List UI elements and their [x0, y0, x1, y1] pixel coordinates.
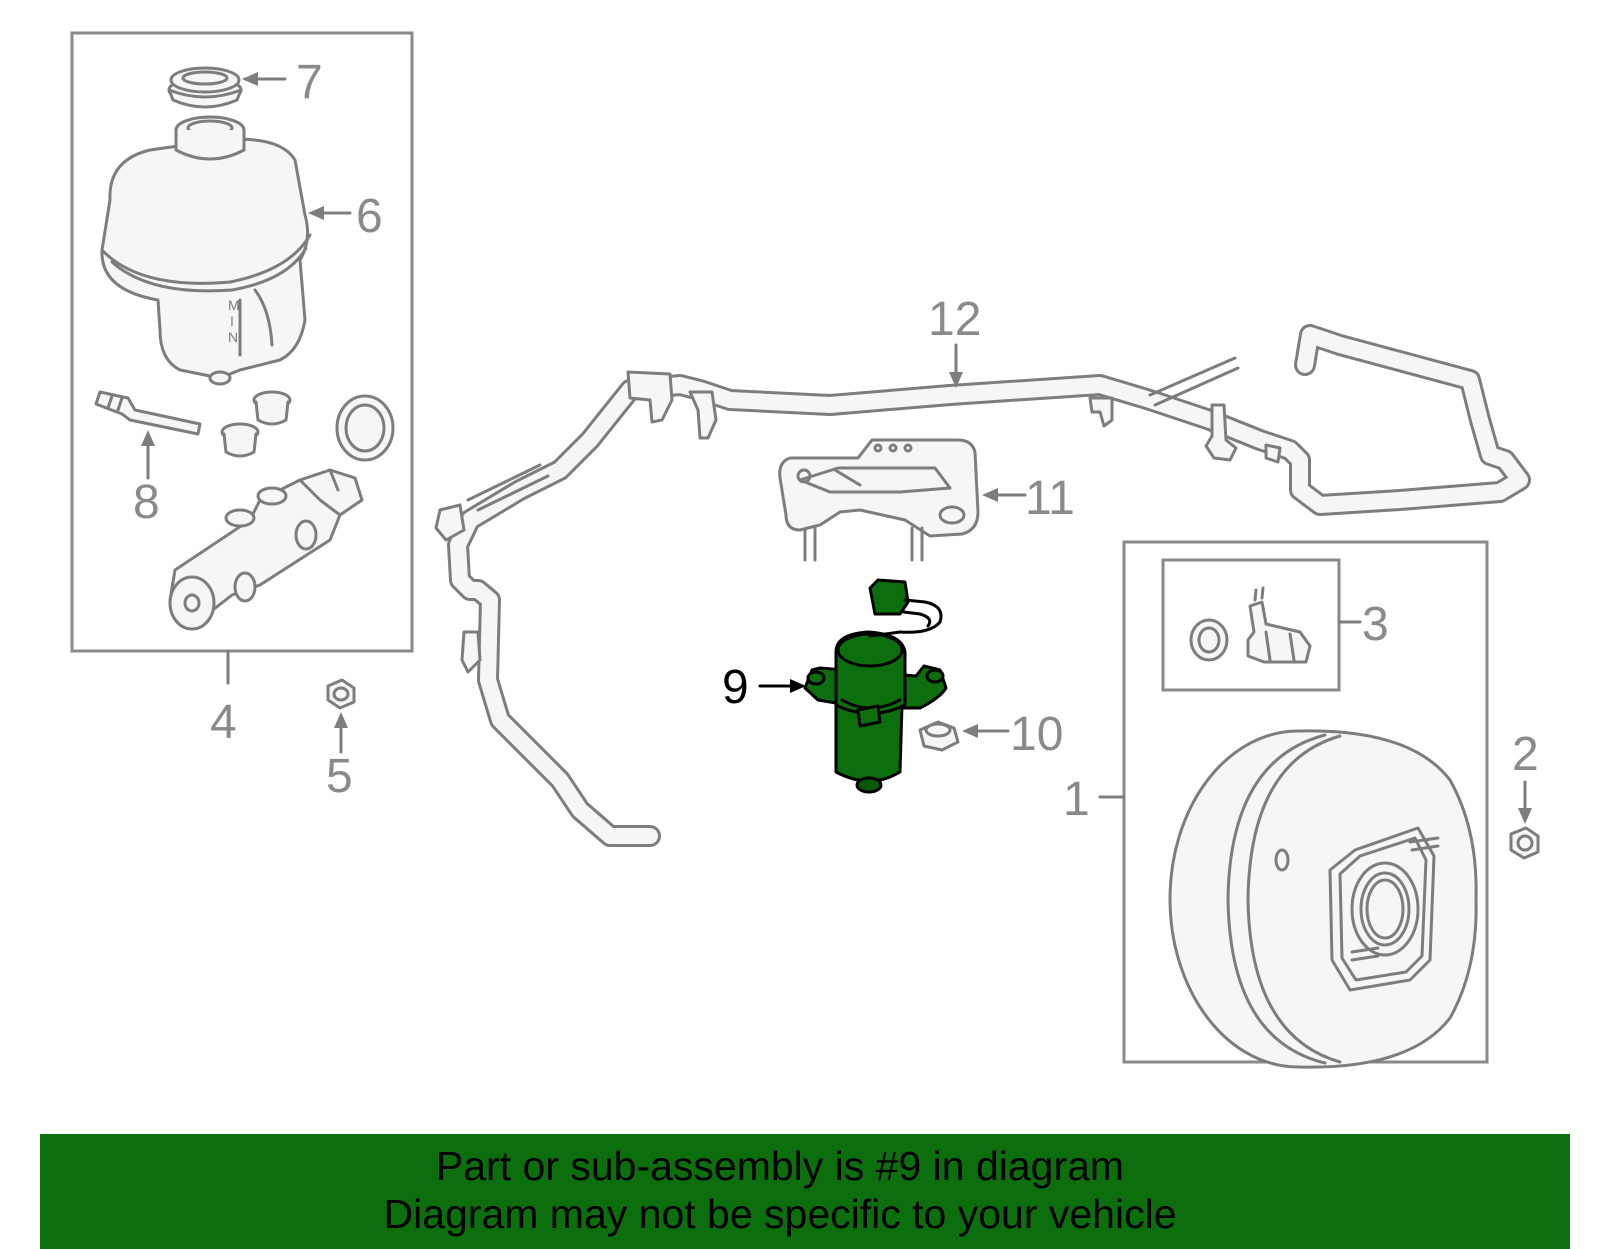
callout-8: 8: [133, 476, 160, 529]
arrow-10: [962, 724, 978, 738]
arrow-7: [242, 72, 258, 86]
min-mark-text: M: [228, 297, 240, 313]
arrow-5: [334, 712, 348, 728]
bracket-part[interactable]: [778, 438, 980, 562]
callout-4: 4: [210, 696, 237, 749]
min-mark-text-3: N: [228, 329, 238, 345]
callout-12: 12: [928, 293, 981, 346]
reservoir-part[interactable]: M I N: [100, 115, 312, 386]
master-cylinder-part[interactable]: [168, 468, 364, 631]
grommet-part[interactable]: [220, 390, 292, 458]
callout-2: 2: [1512, 728, 1539, 781]
check-valve-part[interactable]: [1189, 586, 1312, 664]
callout-6: 6: [356, 190, 383, 243]
master-cylinder-group-box: [70, 31, 414, 653]
callout-5: 5: [326, 750, 353, 803]
callout-1: 1: [1063, 773, 1090, 826]
vacuum-hose-part[interactable]: [434, 324, 1531, 847]
reservoir-cap-part[interactable]: [167, 66, 243, 109]
banner-line-1: Part or sub-assembly is #9 in diagram: [435, 1143, 1125, 1189]
sensor-pin-part[interactable]: [94, 390, 202, 436]
nut-part-5[interactable]: [326, 678, 356, 710]
nut-part-2[interactable]: [1509, 826, 1540, 860]
nut-part-10[interactable]: [918, 720, 960, 752]
callout-11: 11: [1025, 472, 1075, 525]
vacuum-pump-part[interactable]: [803, 578, 948, 794]
callout-9: 9: [722, 661, 749, 714]
banner-line-2: Diagram may not be specific to your vehi…: [383, 1191, 1177, 1237]
arrow-8: [141, 430, 155, 446]
info-banner: Part or sub-assembly is #9 in diagram Di…: [40, 1134, 1570, 1249]
min-mark-text-2: I: [230, 313, 234, 329]
arrow-11: [982, 488, 998, 502]
callout-7: 7: [296, 56, 323, 109]
check-valve-group-box: [1161, 558, 1341, 692]
o-ring-part[interactable]: [335, 394, 395, 462]
arrow-9: [790, 679, 806, 693]
brake-booster-part[interactable]: [1168, 729, 1478, 1069]
arrow-12: [949, 372, 963, 388]
arrow-6: [308, 206, 324, 220]
callout-3: 3: [1362, 598, 1389, 651]
callout-10: 10: [1010, 708, 1063, 761]
arrow-2: [1518, 808, 1532, 824]
